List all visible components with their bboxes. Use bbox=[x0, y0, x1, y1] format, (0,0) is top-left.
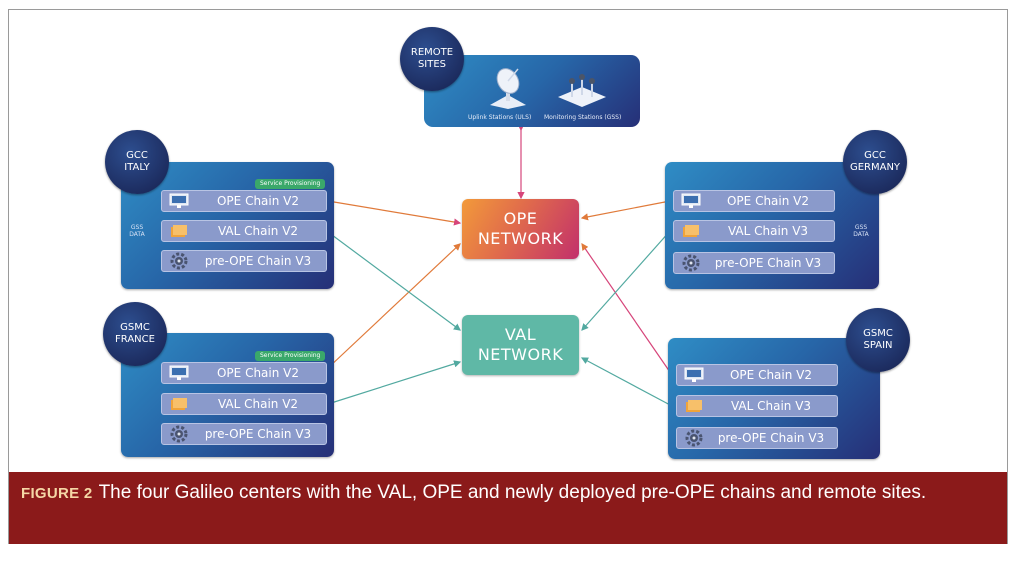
ope-network: OPE NETWORK bbox=[462, 199, 579, 259]
gsmc-spain-box: OPE Chain V2 VAL Chain V3 pre-OPE Chain … bbox=[668, 338, 880, 459]
folder-icon bbox=[680, 222, 702, 240]
link-spain-ope bbox=[581, 243, 679, 382]
monitoring-station-icon bbox=[558, 74, 606, 107]
chain-preope-italy[interactable]: pre-OPE Chain V3 bbox=[161, 250, 327, 272]
val-network: VAL NETWORK bbox=[462, 315, 579, 375]
monitor-icon bbox=[168, 192, 190, 210]
caption-text: The four Galileo centers with the VAL, O… bbox=[98, 482, 927, 503]
chain-preope-france[interactable]: pre-OPE Chain V3 bbox=[161, 423, 327, 445]
monitor-icon bbox=[680, 192, 702, 210]
chain-preope-spain[interactable]: pre-OPE Chain V3 bbox=[676, 427, 838, 449]
chain-val-spain[interactable]: VAL Chain V3 bbox=[676, 395, 838, 417]
chain-val-germany[interactable]: VAL Chain V3 bbox=[673, 220, 835, 242]
link-spain-val bbox=[580, 357, 679, 412]
gcc-germany-box: GSS DATA OPE Chain V2 VAL Chain V3 pre-O… bbox=[665, 162, 879, 289]
gss-data-label: GSS DATA bbox=[129, 224, 145, 238]
gear-icon bbox=[680, 254, 702, 272]
gcc-italy-box: Service Provisioning GSS DATA OPE Chain … bbox=[121, 162, 334, 289]
chain-ope-spain[interactable]: OPE Chain V2 bbox=[676, 364, 838, 386]
link-germany-val bbox=[581, 224, 677, 331]
monitoring-stations-label: Monitoring Stations (GSS) bbox=[544, 114, 622, 121]
monitor-icon bbox=[683, 366, 705, 384]
figure-label: FIGURE 2 bbox=[21, 485, 93, 502]
remote-sites-badge: REMOTE SITES bbox=[400, 27, 464, 91]
gsmc-france-box: Service Provisioning OPE Chain V2 VAL Ch… bbox=[121, 333, 334, 457]
link-france-ope bbox=[321, 243, 461, 375]
chain-val-italy[interactable]: VAL Chain V2 bbox=[161, 220, 327, 242]
chain-ope-italy[interactable]: OPE Chain V2 bbox=[161, 190, 327, 212]
gear-icon bbox=[168, 252, 190, 270]
gear-icon bbox=[168, 425, 190, 443]
chain-preope-germany[interactable]: pre-OPE Chain V3 bbox=[673, 252, 835, 274]
chain-val-france[interactable]: VAL Chain V2 bbox=[161, 393, 327, 415]
service-provisioning-tag: Service Provisioning bbox=[255, 351, 326, 361]
link-france-val bbox=[321, 360, 462, 410]
chain-ope-france[interactable]: OPE Chain V2 bbox=[161, 362, 327, 384]
link-italy-val bbox=[321, 225, 461, 331]
gcc-germany-badge: GCC GERMANY bbox=[843, 130, 907, 194]
monitor-icon bbox=[168, 364, 190, 382]
figure-caption: FIGURE 2 The four Galileo centers with th… bbox=[9, 472, 1007, 544]
gear-icon bbox=[683, 429, 705, 447]
folder-icon bbox=[168, 395, 190, 413]
chain-ope-germany[interactable]: OPE Chain V2 bbox=[673, 190, 835, 212]
folder-icon bbox=[168, 222, 190, 240]
satellite-dish-icon bbox=[490, 68, 526, 109]
folder-icon bbox=[683, 397, 705, 415]
gss-data-label: GSS DATA bbox=[853, 224, 869, 238]
link-germany-ope bbox=[580, 196, 677, 221]
uplink-stations-label: Uplink Stations (ULS) bbox=[468, 114, 532, 121]
gcc-italy-badge: GCC ITALY bbox=[105, 130, 169, 194]
service-provisioning-tag: Service Provisioning bbox=[255, 179, 326, 189]
gsmc-france-badge: GSMC FRANCE bbox=[103, 302, 167, 366]
gsmc-spain-badge: GSMC SPAIN bbox=[846, 308, 910, 372]
link-italy-ope bbox=[321, 196, 462, 226]
